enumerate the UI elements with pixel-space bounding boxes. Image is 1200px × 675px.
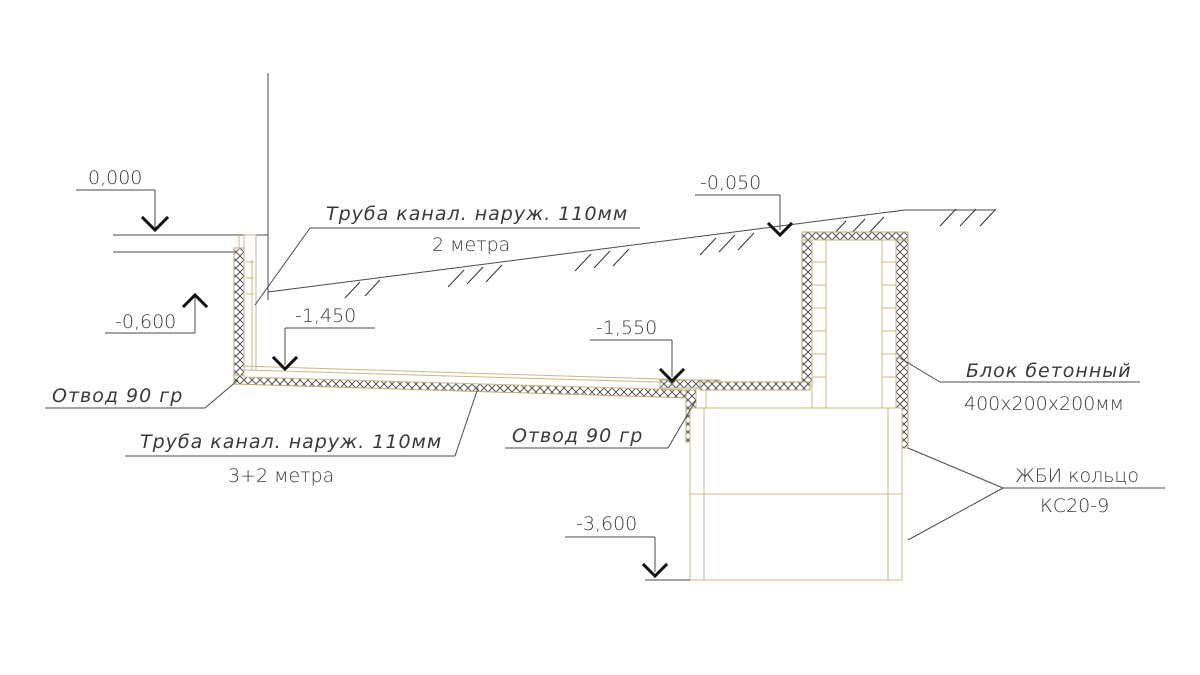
callout-elbow-left: Отвод 90 гр xyxy=(45,379,239,409)
pipe-top-line1: Труба канал. наруж. 110мм xyxy=(326,203,628,225)
level-marker-1550: -1,550 xyxy=(590,317,686,384)
callout-pipe-bottom: Труба канал. наруж. 110мм 3+2 метра xyxy=(125,387,479,487)
elbow-right-text: Отвод 90 гр xyxy=(512,425,643,447)
level-0000-text: 0,000 xyxy=(88,167,142,189)
ground-slope xyxy=(267,208,997,299)
ring-line2: КС20-9 xyxy=(1040,495,1109,517)
callout-concrete-ring: ЖБИ кольцо КС20-9 xyxy=(907,447,1165,541)
level-3600-text: -3,600 xyxy=(576,513,637,535)
callout-concrete-block: Блок бетонный 400х200х200мм xyxy=(899,357,1140,415)
block-line1: Блок бетонный xyxy=(966,360,1132,382)
pipe-top-line2: 2 метра xyxy=(432,234,510,256)
level-marker-0050: -0,050 xyxy=(695,172,794,238)
level-marker-3600: -3,600 xyxy=(565,513,690,581)
concrete-rings xyxy=(689,407,903,581)
callout-elbow-right: Отвод 90 гр xyxy=(505,399,697,449)
level-1550-text: -1,550 xyxy=(596,317,657,339)
level-marker-0000: 0,000 xyxy=(76,167,170,233)
block-line2: 400х200х200мм xyxy=(964,393,1124,415)
pipe-bottom-line1: Труба канал. наруж. 110мм xyxy=(140,431,442,453)
pipe-bottom-line2: 3+2 метра xyxy=(228,465,334,487)
concrete-block-shaft xyxy=(699,231,909,449)
level-marker-0600: -0,600 xyxy=(105,292,209,334)
level-0600-text: -0,600 xyxy=(115,311,176,333)
level-1450-text: -1,450 xyxy=(295,305,356,327)
level-0050-text: -0,050 xyxy=(700,172,761,194)
elbow-left-text: Отвод 90 гр xyxy=(52,385,183,407)
vertical-pipe-left xyxy=(233,234,257,381)
level-marker-1450: -1,450 xyxy=(271,305,375,372)
horizontal-pipe xyxy=(233,365,691,399)
ring-line1: ЖБИ кольцо xyxy=(1015,465,1139,487)
callout-pipe-top: Труба канал. наруж. 110мм 2 метра xyxy=(254,203,640,306)
ground-left xyxy=(113,234,268,253)
